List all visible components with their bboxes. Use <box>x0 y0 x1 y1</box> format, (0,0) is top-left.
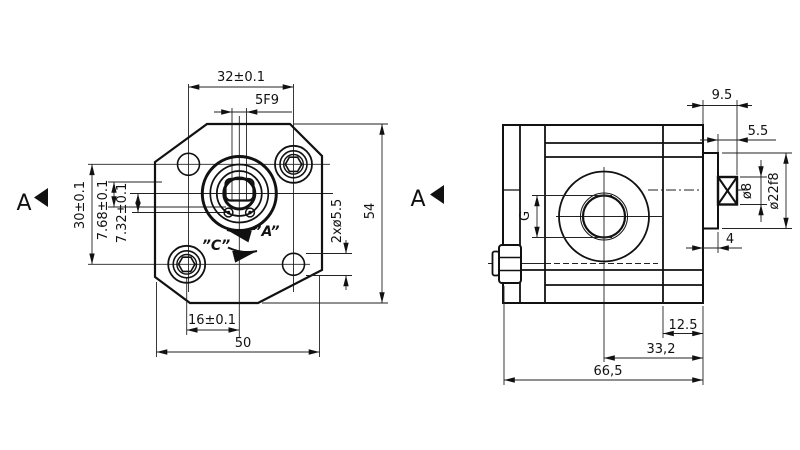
dim-offset-a: 7.68±0.1 <box>96 180 111 241</box>
dim-offset-b: 7.32±0.1 <box>115 183 130 244</box>
view-marker-letter: A <box>16 191 31 216</box>
dim-top-width: 32±0.1 <box>217 70 265 85</box>
view-direction-marker-front: A <box>16 188 48 216</box>
dim-shaft-diameter: ø8 <box>740 183 755 199</box>
side-dimension-lines <box>503 100 792 385</box>
rotation-label-a: ”A” <box>252 224 279 240</box>
dim-shaft-length: 9.5 <box>712 88 733 103</box>
dim-total-height: 54 <box>363 203 378 220</box>
dim-port-thread: G <box>518 211 533 221</box>
dim-holes: 2xø5.5 <box>330 199 345 244</box>
rotation-label-c: ”C” <box>202 238 230 254</box>
hex-nut <box>491 244 522 284</box>
view-direction-triangle-icon <box>430 185 444 204</box>
flange-outline <box>153 122 324 305</box>
dim-rear-depth: 12.5 <box>669 318 698 333</box>
rotation-arrows: ”A” ”C” <box>202 224 280 263</box>
dim-port-position: 33,2 <box>647 342 676 357</box>
shaft-key-section <box>716 175 739 206</box>
front-dimension-lines <box>89 84 388 357</box>
dim-left-height: 30±0.1 <box>73 181 88 229</box>
dim-bottom-offset: 16±0.1 <box>188 313 236 328</box>
socket-bolt-top-right <box>274 144 313 184</box>
dim-boss-diameter: ø22f8 <box>767 172 782 209</box>
dim-total-length: 66,5 <box>594 364 623 379</box>
dim-boss-length: 4 <box>726 232 734 247</box>
view-marker-letter: A <box>410 187 425 212</box>
side-view: 9.5 5.5 ø8 ø22f8 4 G 12.5 33,2 66,5 A <box>410 88 792 385</box>
mounting-hole-top-left <box>176 152 201 177</box>
pump-body-outline <box>502 124 704 304</box>
dim-total-width: 50 <box>235 336 252 351</box>
socket-bolt-bottom-left <box>167 244 207 284</box>
shaft-boss <box>702 152 719 230</box>
mounting-hole-bottom-right <box>281 252 306 277</box>
side-centerlines <box>488 167 748 362</box>
view-direction-triangle-icon <box>34 188 48 207</box>
front-view: ”A” ”C” 32±0.1 5F9 30± <box>16 70 388 357</box>
shaft-assembly <box>200 155 278 232</box>
dim-key-length: 5.5 <box>748 124 769 139</box>
view-direction-marker-side: A <box>410 185 444 212</box>
dim-keyway: 5F9 <box>255 93 279 108</box>
